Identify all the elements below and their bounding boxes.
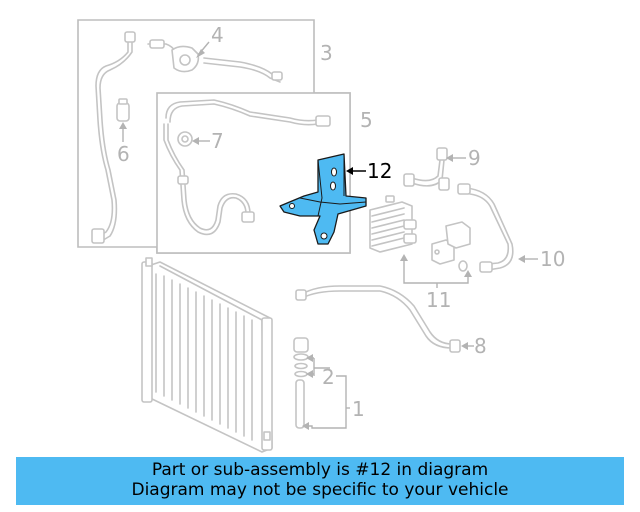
callout-10: 10 — [540, 247, 565, 271]
fitting-7 — [177, 131, 210, 147]
callout-6: 6 — [117, 142, 130, 166]
callout-7: 7 — [211, 129, 224, 153]
banner-line-2: Diagram may not be specific to your vehi… — [131, 480, 509, 500]
hose-9 — [403, 147, 466, 191]
callout-12: 12 — [367, 159, 392, 183]
callout-11: 11 — [426, 288, 451, 312]
banner-line-1: Part or sub-assembly is #12 in diagram — [151, 460, 489, 480]
pressure-switch-4 — [171, 41, 210, 73]
oil-cooler-11 — [369, 195, 472, 288]
parts-diagram: 1 2 3 4 5 6 7 8 9 10 11 12 — [77, 19, 565, 453]
hose-10 — [457, 183, 538, 273]
callout-5: 5 — [360, 108, 373, 132]
callout-9: 9 — [468, 146, 481, 170]
callout-4: 4 — [211, 23, 224, 47]
callout-8: 8 — [474, 334, 487, 358]
ac-line-3 — [91, 31, 283, 244]
callout-1: 1 — [352, 397, 365, 421]
callout-3: 3 — [320, 41, 333, 65]
condenser-1 — [141, 257, 273, 453]
ac-line-8 — [295, 285, 474, 353]
info-banner: Part or sub-assembly is #12 in diagram D… — [16, 457, 624, 505]
bracket-12-highlighted — [279, 153, 367, 245]
drier-2 — [293, 337, 350, 430]
ac-line-5 — [163, 99, 331, 236]
sensor-6 — [116, 98, 130, 142]
callout-2: 2 — [322, 365, 335, 389]
